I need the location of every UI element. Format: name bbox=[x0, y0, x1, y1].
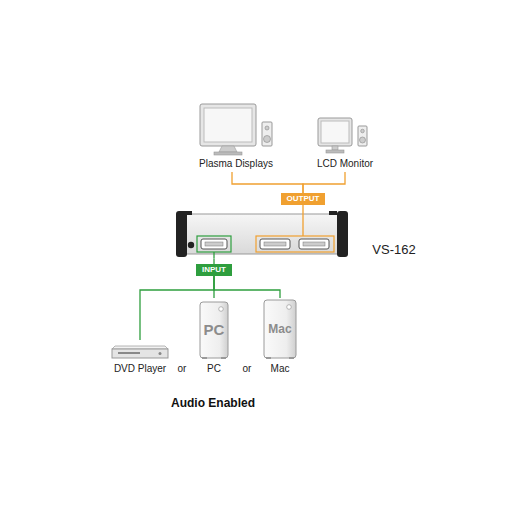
node-label: DVD Player bbox=[114, 363, 166, 374]
connector-line bbox=[303, 172, 345, 193]
node-label: Mac bbox=[271, 363, 290, 374]
node-label: OUTPUT bbox=[287, 195, 320, 204]
input-tag: INPUT bbox=[196, 264, 232, 276]
or-label: or bbox=[243, 363, 252, 374]
splitter-box: VS-162 bbox=[172, 210, 420, 258]
dvd-player bbox=[112, 346, 168, 358]
caption: Audio Enabled bbox=[171, 397, 255, 410]
connector-line bbox=[232, 172, 303, 193]
input-stub bbox=[213, 252, 214, 258]
source-box: MacMac bbox=[262, 298, 298, 376]
pc-tower bbox=[200, 302, 228, 359]
mac-tower bbox=[264, 300, 296, 359]
tower-mark: PC bbox=[204, 322, 225, 339]
node-label: Plasma Displays bbox=[199, 158, 273, 169]
node-label: PC bbox=[207, 363, 221, 374]
tower-mark: Mac bbox=[268, 323, 291, 336]
output-tag: OUTPUT bbox=[281, 193, 325, 205]
node-label: LCD Monitor bbox=[317, 158, 373, 169]
lcd-monitor bbox=[318, 118, 367, 153]
source-box: DVD Player bbox=[105, 340, 175, 376]
node-label: INPUT bbox=[202, 266, 226, 275]
connector-line bbox=[302, 205, 303, 210]
or-label: or bbox=[178, 363, 187, 374]
output-stub bbox=[302, 210, 303, 236]
connector-line bbox=[140, 276, 214, 340]
display-box: Plasma Displays bbox=[196, 100, 276, 172]
node-label: VS-162 bbox=[372, 243, 415, 257]
connector-line bbox=[214, 276, 280, 298]
display-box: LCD Monitor bbox=[312, 112, 378, 172]
source-box: PC PC bbox=[196, 298, 232, 376]
splitter-device bbox=[176, 210, 348, 258]
plasma-display bbox=[200, 104, 272, 155]
